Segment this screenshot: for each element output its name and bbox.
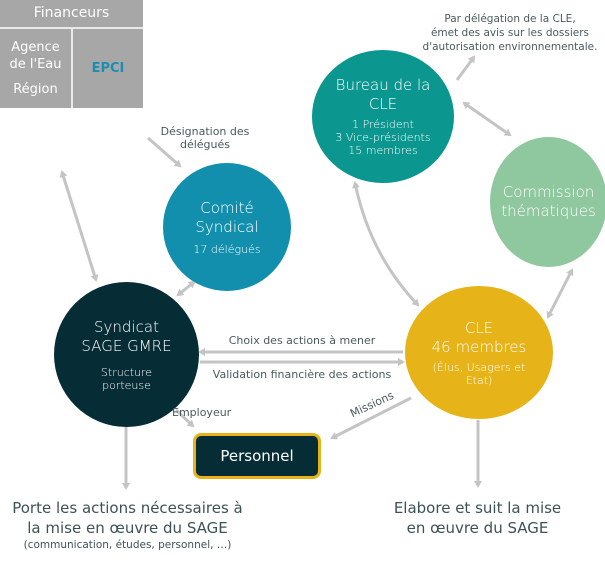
syndicat-title-line1: Syndicat [94,317,159,336]
cle-outcome-line2: en œuvre du SAGE [406,519,549,537]
commission-title-line2: thématiques [501,202,596,220]
arrow-cle-personnel [330,396,412,440]
cle-node[interactable]: CLE 46 membres (Élus, Usagers et Etat) [405,286,553,419]
arrow-bureau-delegation [455,55,476,81]
personnel-box[interactable]: Personnel [193,433,321,479]
designation-line2: délégués [179,138,231,151]
employeur-label: Employeur [172,406,232,419]
comite-title-line2: Syndical [195,217,259,236]
syndicat-sub-line2: porteuse [102,378,151,392]
syndicat-sage-node[interactable]: Syndicat SAGE GMRE Structure porteuse [54,282,199,427]
bureau-vice-presidents: 3 Vice-présidents [335,131,431,144]
financeurs-title: Financeurs [0,0,143,29]
syndicat-outcome-line2: la mise en œuvre du SAGE [27,519,228,537]
comite-title-line1: Comité [200,198,254,217]
syndicat-outcome-line1: Porte les actions nécessaires à [12,499,243,517]
delegation-label: Par délégation de la CLE, émet des avis … [415,12,605,54]
bureau-cle-node[interactable]: Bureau de la CLE 1 Président 3 Vice-prés… [312,50,454,183]
financeur-region: Région [13,82,58,97]
bureau-president: 1 Président [352,118,414,131]
cle-title-line1: CLE [464,318,494,337]
cle-outcome: Elabore et suit la mise en œuvre du SAGE [375,498,580,538]
delegation-line3: d'autorisation environnementale. [422,41,598,53]
bureau-title-line2: CLE [368,95,398,113]
syndicat-outcome: Porte les actions nécessaires à la mise … [0,498,255,552]
bureau-title-line1: Bureau de la [335,76,431,94]
bureau-membres: 15 membres [348,144,418,157]
cle-outcome-line1: Elabore et suit la mise [393,499,562,517]
validation-label: Validation financière des actions [212,368,392,381]
arrow-commission-cle [546,268,574,319]
comite-syndical-node[interactable]: Comité Syndical 17 délégués [163,163,291,291]
financeurs-right-cell: EPCI [73,29,143,108]
personnel-label: Personnel [220,447,294,465]
arrow-syndicat-personnel [174,408,195,428]
syndicat-sub-line1: Structure [100,365,153,379]
arrow-bureau-commission [462,101,512,137]
cle-sub-line1: (Élus, Usagers et [432,360,526,374]
arrow-comite-syndicat [176,280,196,297]
designation-label: Désignation des délégués [150,125,260,151]
arrow-financeurs-syndicat [59,170,99,282]
syndicat-title-line2: SAGE GMRE [81,336,172,355]
delegation-line2: émet des avis sur les dossiers [430,27,590,39]
financeurs-left-cell: Agence de l'Eau Région [0,29,73,108]
commission-thematiques-node[interactable]: Commission thématiques [490,137,605,267]
delegation-line1: Par délégation de la CLE, [444,13,576,25]
financeur-epci: EPCI [91,61,125,76]
choix-label: Choix des actions à mener [228,334,376,347]
arrow-bureau-cle [352,181,420,307]
comite-subtitle: 17 délégués [193,242,261,256]
commission-title-line1: Commission [502,183,595,201]
financeur-agence-line2: de l'Eau [9,57,62,72]
designation-line1: Désignation des [160,125,250,138]
syndicat-outcome-detail: (communication, études, personnel, …) [23,539,232,551]
cle-sub-line2: Etat) [465,373,493,387]
arrow-financeurs-comite [147,136,182,168]
cle-title-line2: 46 membres [431,337,527,356]
financeurs-box: Financeurs Agence de l'Eau Région EPCI [0,0,143,108]
financeur-agence-line1: Agence [11,40,60,55]
